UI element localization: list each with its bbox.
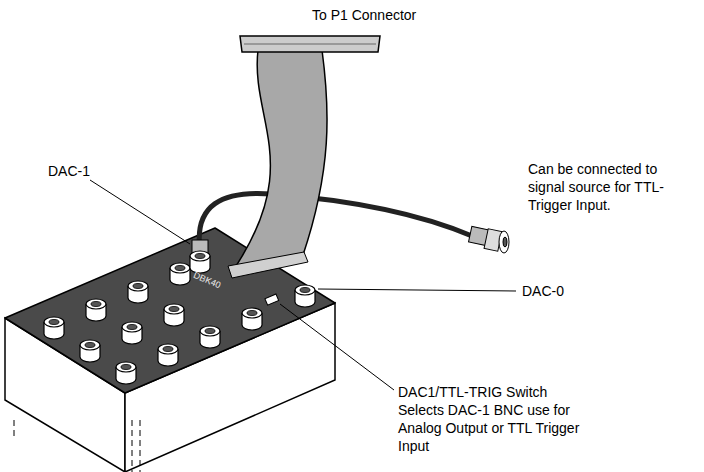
note-label: Can be connected to signal source for TT… [528,160,688,214]
leader-line [90,180,190,244]
hidden-edge [140,420,141,472]
connector-label: To P1 Connector [312,6,416,24]
leader-line [280,304,394,390]
hidden-edge [132,420,133,472]
bnc-connectors [44,263,315,384]
note-label: Selects DAC-1 BNC use for Analog Output … [398,401,598,455]
ribbon-cable [232,50,327,272]
bnc-plug [469,226,509,253]
dac1-ttl-switch [265,294,279,305]
p1-connector [240,36,380,52]
leader-line [318,289,516,291]
switch-label: DAC1/TTL-TRIG Switch [398,383,547,401]
part-label: DAC-1 [48,162,90,180]
part-label: DAC-0 [522,282,564,300]
coax-cable [199,193,472,250]
hidden-edge [14,420,15,440]
ribbon-plug [228,252,308,278]
connector-detail [244,44,376,45]
dac1-bnc [190,240,210,273]
